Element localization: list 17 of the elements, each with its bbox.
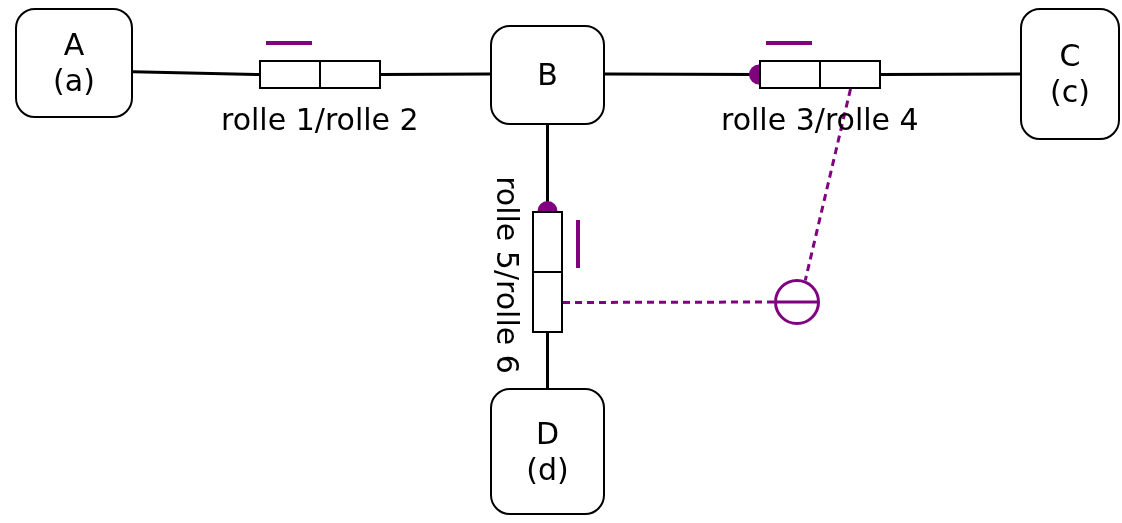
entity-box: C (c) [1020,8,1120,140]
entity-box: A (a) [15,8,133,118]
fact-type-box [532,211,563,333]
entity-box: B [490,25,605,125]
dashed-connector [803,88,852,281]
role-label: rolle 3/rolle 4 [721,103,919,137]
entity-box: D (d) [490,388,605,515]
connector-line [881,72,1020,76]
connector-line [132,70,260,76]
role-label: rolle 1/rolle 2 [221,103,419,137]
dashed-connector [563,300,774,304]
fact-type-box [759,60,881,89]
connector-line [381,72,490,76]
fact-type-box [259,60,381,89]
constraint-circle [774,279,820,325]
role-label: rolle 5/rolle 6 [489,176,524,374]
connector-line [546,333,549,388]
